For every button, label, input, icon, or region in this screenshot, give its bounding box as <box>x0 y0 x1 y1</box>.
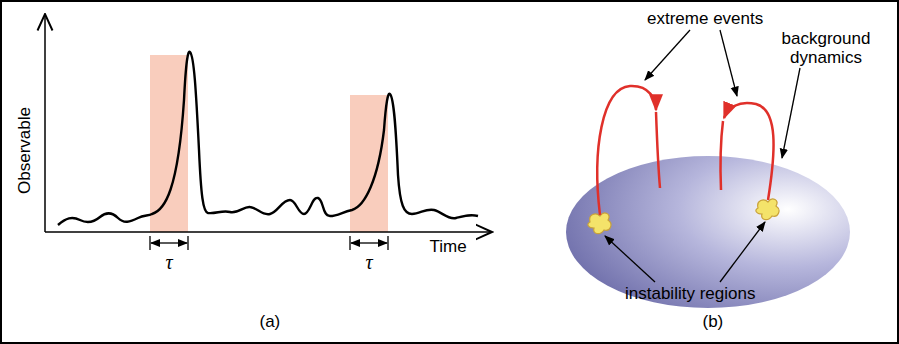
extreme-event-arrow <box>720 121 723 190</box>
extreme-event-arrow <box>597 86 656 215</box>
instability-region <box>756 199 779 220</box>
x-axis <box>45 231 492 233</box>
instability-region <box>588 213 611 234</box>
extreme-event-arrow <box>724 103 774 200</box>
callout-label: instability regions <box>625 284 755 303</box>
panel-label: (b) <box>703 312 724 331</box>
lead-window <box>350 95 388 232</box>
panel-label: (a) <box>260 312 281 331</box>
callout-label: extreme events <box>647 9 763 28</box>
tau-bracket <box>150 236 388 250</box>
y-axis <box>44 14 46 232</box>
tau-symbol: τ <box>166 253 173 272</box>
axis-label: Observable <box>14 107 33 194</box>
leader-line <box>605 30 800 282</box>
tau-symbol: τ <box>366 253 373 272</box>
attractor-ellipse <box>566 156 850 308</box>
lead-window <box>150 55 188 232</box>
time-series-curve <box>58 52 478 225</box>
axis-label: Time <box>430 237 467 256</box>
extreme-event-arrow <box>656 112 660 188</box>
callout-label: background dynamics <box>781 29 871 67</box>
